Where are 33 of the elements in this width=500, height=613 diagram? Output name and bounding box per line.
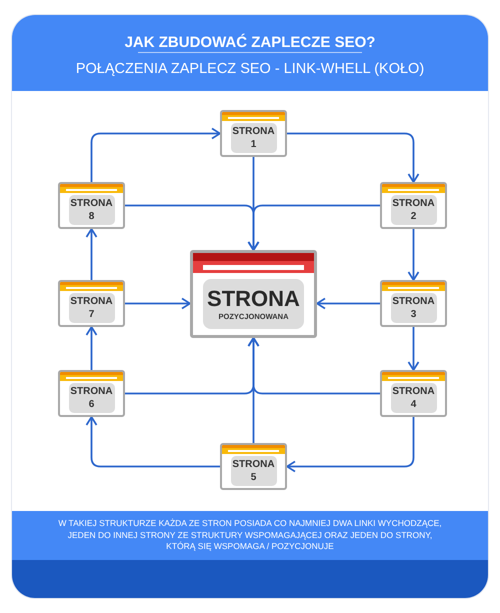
caption-text: W TAKIEJ STRUKTURZE KAŻDA ZE STRON POSIADA CO NAJMNIEJ DWA LINKI WYCHODZĄCE, JEDEN DO INNEJ STRONY ZE STRUKTURY WSPOMAGAJĄCEJ ORAZ JEDEN DO STRONY, KTÓRĄ SIĘ WSPOMAGA / POZYCJONUJE [57, 518, 443, 553]
browser-window-box [58, 182, 125, 229]
arrow [86, 228, 98, 280]
page-label: STRONA 2 [390, 195, 436, 225]
page-label: STRONA 6 [68, 383, 114, 413]
page-label: STRONA 8 [68, 195, 114, 225]
arrow [408, 327, 420, 371]
arrow [286, 417, 414, 472]
page-label: STRONA 3 [390, 293, 436, 323]
browser-window-box [220, 110, 287, 157]
browser-window-box [58, 280, 125, 327]
browser-window-box [58, 370, 125, 417]
browser-window-box [220, 443, 287, 490]
page-title: STRONA [207, 288, 300, 310]
arrow [316, 298, 380, 310]
diagram-subtitle: POŁĄCZENIA ZAPLECZ SEO - LINK-WHELL (KOŁO) [74, 62, 426, 76]
arrow [408, 229, 420, 281]
page-label: STRONA 5 [230, 456, 276, 486]
arrow [287, 132, 420, 183]
arrow [90, 128, 221, 182]
diagram-title: JAK ZBUDOWAĆ ZAPLECZE SEO? [124, 35, 376, 50]
arrow [248, 337, 260, 443]
arrow [86, 326, 98, 370]
page-label: STRONA 1 [230, 123, 276, 153]
page-label: STRONA 4 [390, 383, 436, 413]
arrow [248, 204, 380, 251]
browser-window-box [380, 280, 447, 327]
arrow [86, 416, 220, 468]
browser-window-box [380, 182, 447, 229]
browser-window-box [380, 370, 447, 417]
arrow [125, 298, 191, 310]
browser-window-box [190, 250, 317, 338]
page-label: STRONA 7 [68, 293, 114, 323]
